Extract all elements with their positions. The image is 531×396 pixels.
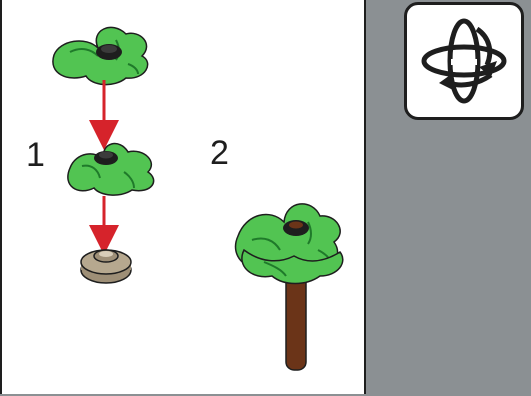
rotate-model-icon — [421, 18, 507, 104]
rotate-model-button[interactable] — [404, 2, 524, 120]
assembled-tree — [234, 203, 344, 371]
round-plate-tan — [80, 249, 132, 284]
assembly-diagram — [52, 26, 344, 371]
leaf-piece-middle — [67, 142, 155, 196]
tree-stem — [285, 269, 307, 371]
step-2-number: 2 — [210, 134, 229, 172]
step-1-number: 1 — [26, 136, 45, 174]
instruction-panel: 1 2 — [0, 0, 366, 394]
leaf-piece-top — [52, 26, 149, 86]
